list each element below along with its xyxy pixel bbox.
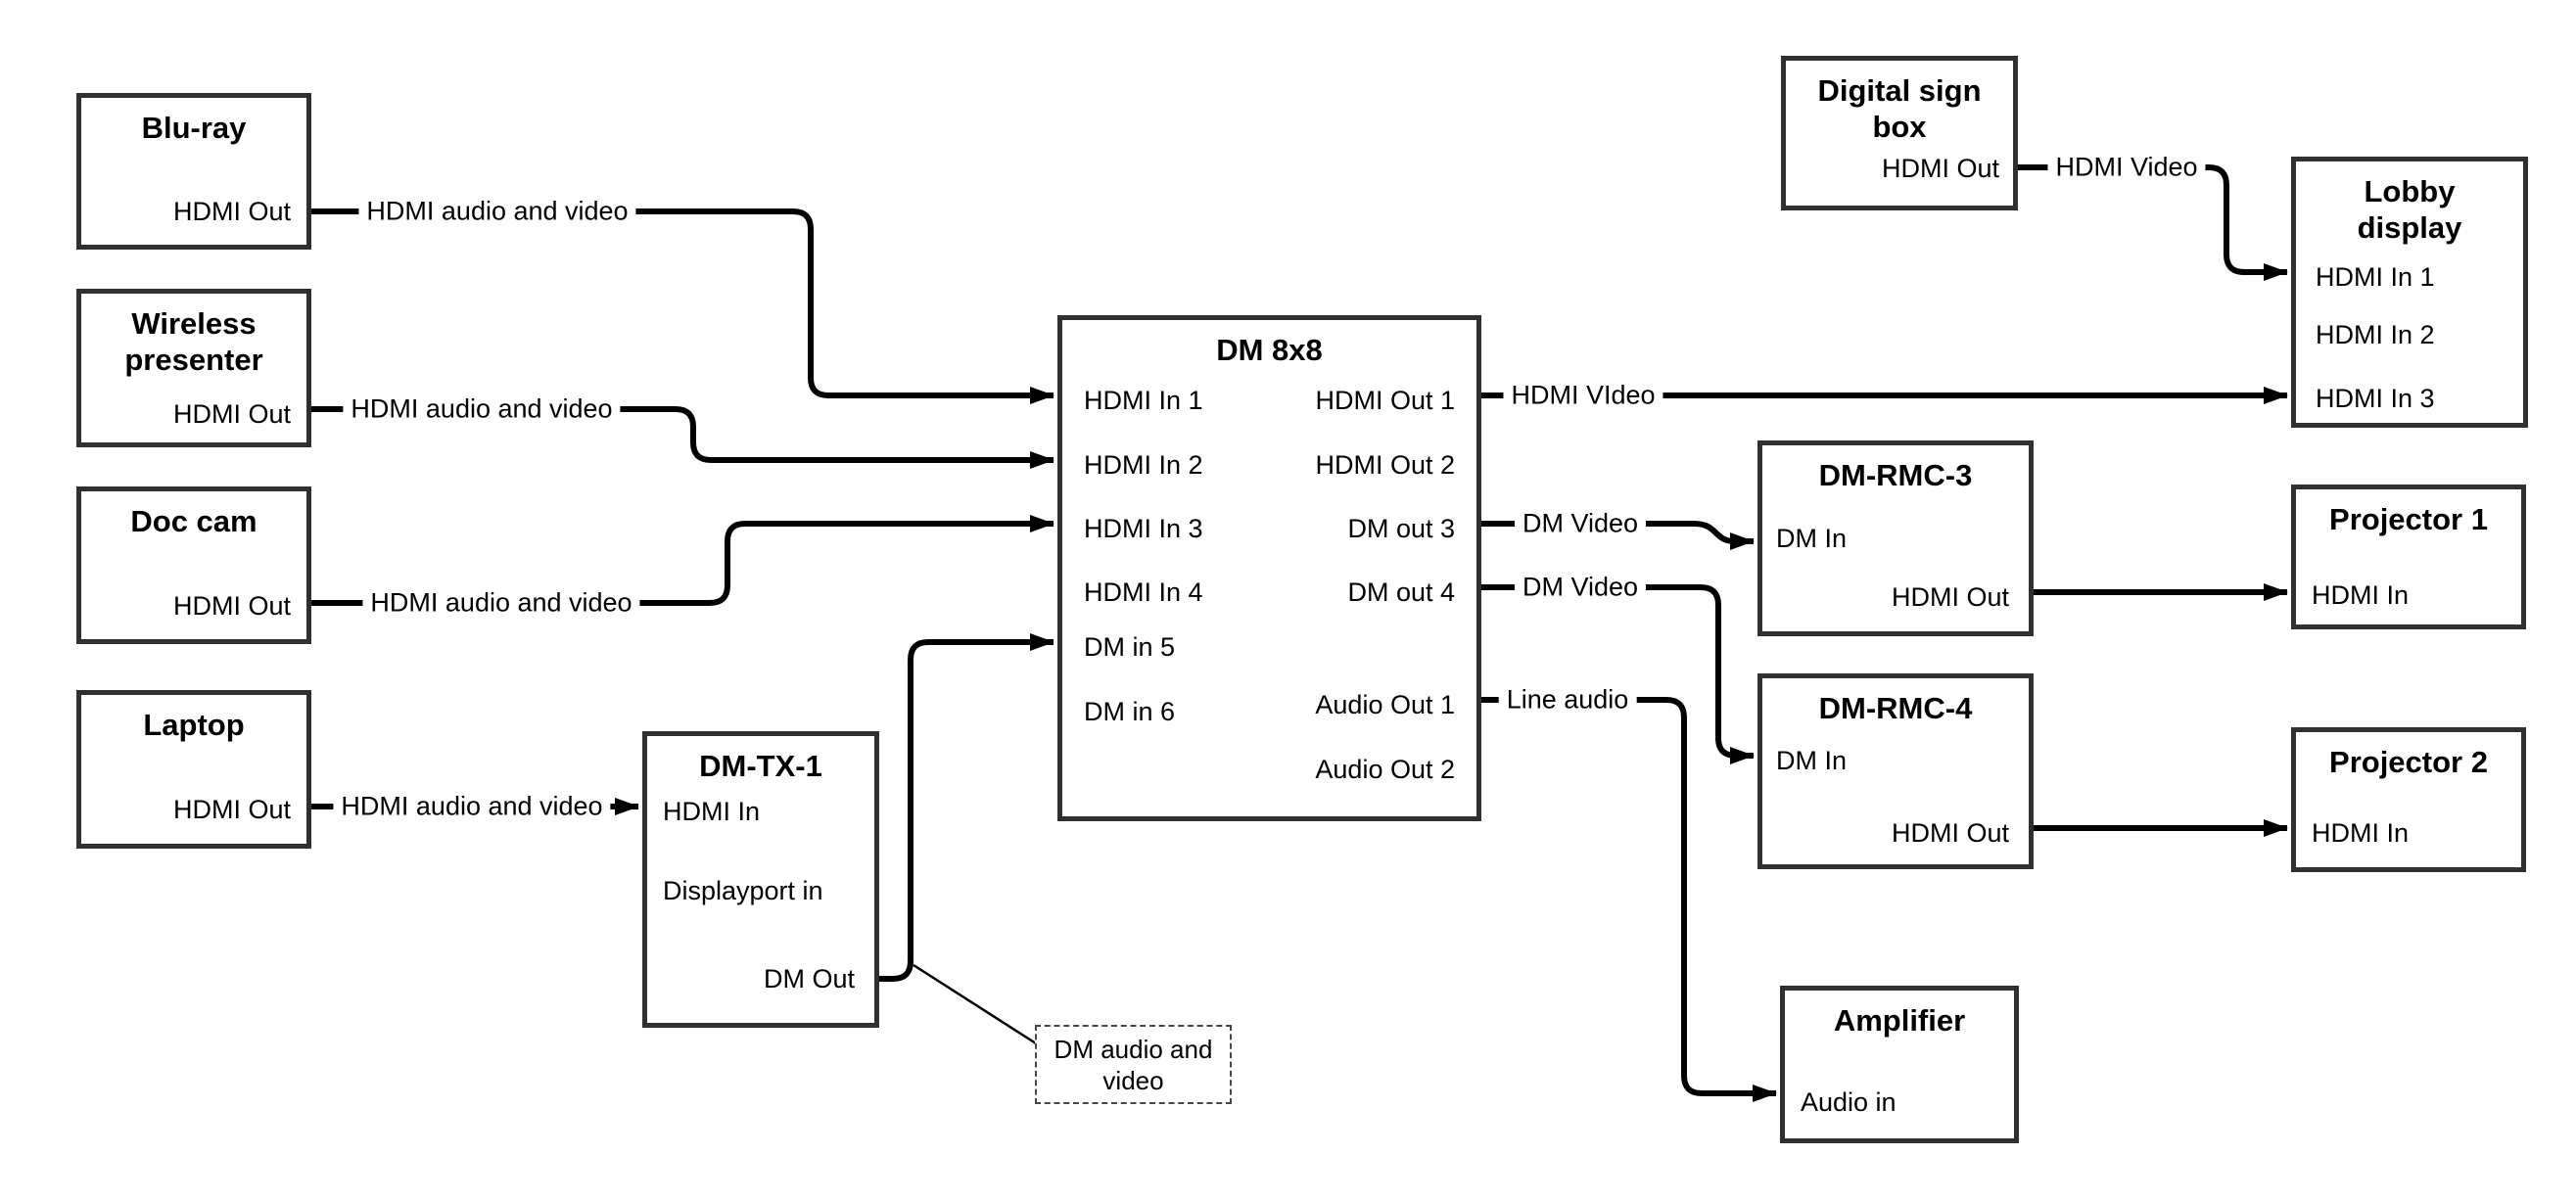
port-audio-out-1: Audio Out 1 bbox=[1315, 690, 1455, 719]
port-hdmi-in-1: HDMI In 1 bbox=[1084, 386, 1203, 415]
port-hdmi-out: HDMI Out bbox=[1891, 582, 2009, 612]
node-title: Lobby display bbox=[2357, 174, 2462, 245]
node-title: Digital sign box bbox=[1817, 73, 1982, 144]
node-lobby-display[interactable]: Lobby display HDMI In 1 HDMI In 2 HDMI I… bbox=[2291, 157, 2528, 428]
port-dm-in-5: DM in 5 bbox=[1084, 632, 1176, 662]
port-hdmi-out: HDMI Out bbox=[172, 197, 291, 226]
port-hdmi-in-2: HDMI In 2 bbox=[1084, 450, 1203, 480]
node-title: Projector 1 bbox=[2329, 502, 2488, 536]
wire-label-hdmi-video-out1: HDMI VIdeo bbox=[1503, 379, 1663, 412]
port-hdmi-out-1: HDMI Out 1 bbox=[1315, 386, 1455, 415]
wire-label-dm-video-out3: DM Video bbox=[1514, 507, 1647, 540]
port-hdmi-in-3: HDMI In 3 bbox=[1084, 514, 1203, 543]
port-hdmi-in: HDMI In bbox=[663, 797, 761, 826]
node-dm-8x8[interactable]: DM 8x8 HDMI In 1 HDMI In 2 HDMI In 3 HDM… bbox=[1057, 315, 1481, 821]
port-dm-out-4: DM out 4 bbox=[1347, 577, 1455, 607]
port-dm-out-3: DM out 3 bbox=[1347, 514, 1455, 543]
node-title: Wireless presenter bbox=[124, 306, 263, 377]
port-hdmi-in-3: HDMI In 3 bbox=[2316, 384, 2435, 413]
wire-bluray-to-dm8x8-in1 bbox=[311, 208, 1054, 404]
node-dm-rmc-4[interactable]: DM-RMC-4 DM In HDMI Out bbox=[1757, 673, 2034, 869]
node-dm-tx-1[interactable]: DM-TX-1 HDMI In Displayport in DM Out bbox=[642, 731, 879, 1028]
node-digital-sign-box[interactable]: Digital sign box HDMI Out bbox=[1781, 56, 2018, 210]
port-hdmi-out-2: HDMI Out 2 bbox=[1315, 450, 1455, 480]
node-title: DM-RMC-4 bbox=[1818, 691, 1973, 725]
node-amplifier[interactable]: Amplifier Audio in bbox=[1780, 986, 2019, 1143]
port-hdmi-in-2: HDMI In 2 bbox=[2316, 320, 2435, 349]
port-hdmi-in-1: HDMI In 1 bbox=[2316, 262, 2435, 292]
node-title: Laptop bbox=[143, 708, 245, 742]
wire-label-dm-video-out4: DM Video bbox=[1514, 571, 1647, 604]
port-dm-out: DM Out bbox=[763, 964, 855, 993]
port-audio-out-2: Audio Out 2 bbox=[1315, 755, 1455, 784]
node-title: DM-TX-1 bbox=[699, 749, 822, 783]
port-hdmi-out: HDMI Out bbox=[1891, 818, 2009, 848]
note-callout-line bbox=[913, 963, 1037, 1045]
wire-label-hdmi-video-signbox: HDMI Video bbox=[2047, 151, 2206, 184]
port-displayport-in: Displayport in bbox=[663, 876, 823, 905]
node-doc-cam[interactable]: Doc cam HDMI Out bbox=[76, 486, 311, 644]
port-audio-in: Audio in bbox=[1801, 1087, 1897, 1117]
node-wireless-presenter[interactable]: Wireless presenter HDMI Out bbox=[76, 289, 311, 447]
wire-dm8x8-out4-to-dmrmc4 bbox=[1481, 584, 1755, 764]
port-hdmi-out: HDMI Out bbox=[172, 591, 291, 621]
node-title: DM-RMC-3 bbox=[1818, 458, 1973, 492]
port-hdmi-in-4: HDMI In 4 bbox=[1084, 577, 1203, 607]
port-dm-in-6: DM in 6 bbox=[1084, 697, 1176, 726]
note-text: DM audio and video bbox=[1054, 1034, 1213, 1095]
port-hdmi-out: HDMI Out bbox=[1881, 154, 1999, 183]
wire-label-hdmi-av-laptop: HDMI audio and video bbox=[333, 790, 611, 823]
port-dm-in: DM In bbox=[1776, 746, 1848, 775]
port-hdmi-out: HDMI Out bbox=[172, 795, 291, 824]
port-dm-in: DM In bbox=[1776, 524, 1848, 553]
node-title: Blu-ray bbox=[141, 111, 247, 145]
wire-dmtx1-to-dm8x8-in5 bbox=[879, 633, 1054, 982]
port-hdmi-in: HDMI In bbox=[2312, 818, 2410, 848]
wire-label-hdmi-av-doccam: HDMI audio and video bbox=[362, 586, 640, 620]
port-hdmi-out: HDMI Out bbox=[172, 399, 291, 429]
wire-signbox-to-lobby-in1 bbox=[2018, 164, 2288, 281]
node-title: Doc cam bbox=[130, 504, 258, 538]
node-title: DM 8x8 bbox=[1216, 333, 1323, 367]
port-hdmi-in: HDMI In bbox=[2312, 580, 2410, 610]
wire-dm8x8-out3-to-dmrmc3 bbox=[1481, 521, 1755, 550]
node-projector-2[interactable]: Projector 2 HDMI In bbox=[2291, 727, 2526, 872]
node-title: Projector 2 bbox=[2329, 745, 2488, 779]
node-title: Amplifier bbox=[1833, 1003, 1966, 1038]
wire-dm8x8-audio1-to-amplifier bbox=[1481, 697, 1777, 1102]
wire-wireless-to-dm8x8-in2 bbox=[311, 406, 1054, 469]
wire-label-hdmi-av-bluray: HDMI audio and video bbox=[358, 195, 636, 228]
wire-label-line-audio: Line audio bbox=[1498, 683, 1637, 716]
node-laptop[interactable]: Laptop HDMI Out bbox=[76, 690, 311, 849]
node-bluray[interactable]: Blu-ray HDMI Out bbox=[76, 93, 311, 250]
wire-label-hdmi-av-wireless: HDMI audio and video bbox=[343, 393, 621, 426]
note-dm-audio-video[interactable]: DM audio and video bbox=[1035, 1025, 1232, 1104]
node-projector-1[interactable]: Projector 1 HDMI In bbox=[2291, 485, 2526, 629]
wire-doccam-to-dm8x8-in3 bbox=[311, 515, 1054, 606]
node-dm-rmc-3[interactable]: DM-RMC-3 DM In HDMI Out bbox=[1757, 440, 2034, 636]
